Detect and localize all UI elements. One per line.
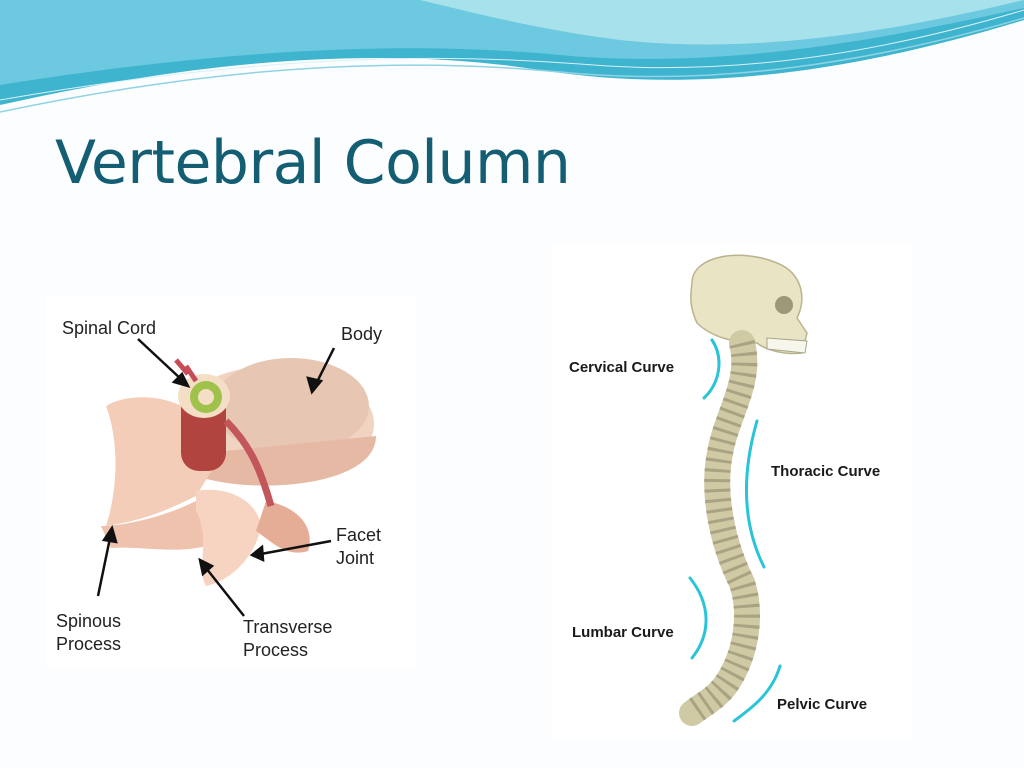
vertebra-illustration — [96, 338, 376, 617]
label-lumbar-curve: Lumbar Curve — [572, 624, 674, 641]
label-thoracic-curve: Thoracic Curve — [771, 463, 881, 480]
label-spinous-line1: Spinous — [56, 611, 122, 631]
label-facet-line1: Facet — [336, 525, 382, 545]
thoracic-curve-line — [745, 419, 766, 569]
spine-illustration — [679, 254, 808, 726]
spinous-process-shape — [101, 501, 206, 550]
header-wave-decoration — [0, 0, 1024, 113]
vertebra-diagram: Spinal Cord Body Facet Joint Spinous Pro… — [46, 296, 416, 668]
label-transverse-process: Transverse Process — [243, 616, 332, 662]
spine-column-shape — [679, 330, 760, 726]
slide-title: Vertebral Column — [55, 128, 571, 198]
skull-shape — [690, 254, 808, 355]
label-transverse-line2: Process — [243, 640, 309, 660]
label-facet-line2: Joint — [336, 548, 375, 568]
label-transverse-line1: Transverse — [243, 617, 333, 637]
lumbar-curve-line — [688, 576, 708, 660]
label-pelvic-curve: Pelvic Curve — [777, 696, 868, 713]
label-facet-joint: Facet Joint — [336, 524, 381, 570]
label-spinous-line2: Process — [56, 634, 122, 654]
cervical-curve-line — [702, 338, 721, 400]
pelvic-curve-line — [732, 664, 782, 723]
transverse-process-shape — [196, 489, 261, 586]
label-spinal-cord: Spinal Cord — [62, 318, 157, 338]
spine-diagram: Cervical Curve Thoracic Curve Lumbar Cur… — [552, 243, 912, 738]
label-body: Body — [341, 324, 383, 344]
label-cervical-curve: Cervical Curve — [569, 359, 675, 376]
label-spinous-process: Spinous Process — [56, 610, 121, 656]
